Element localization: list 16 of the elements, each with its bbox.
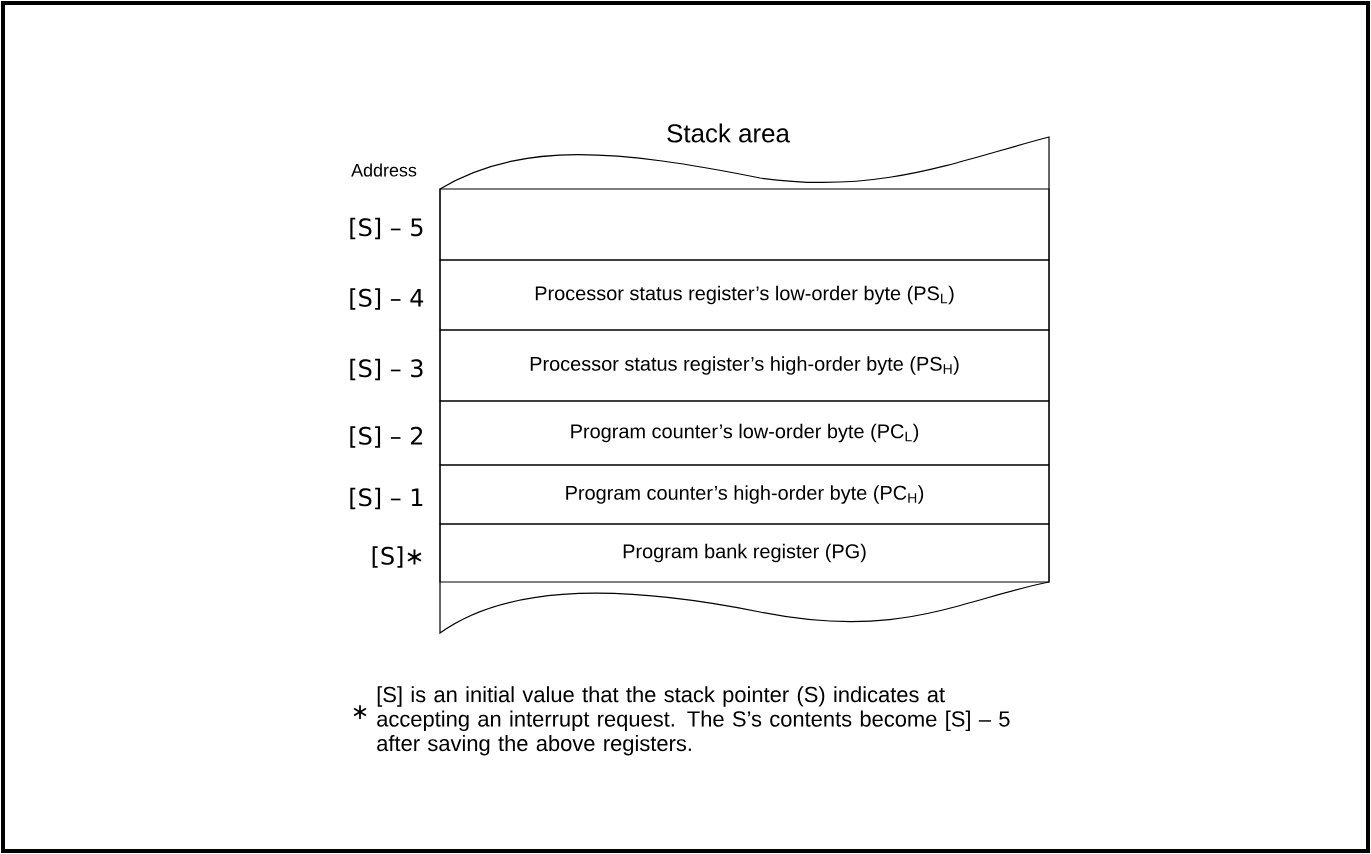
footnote-text: [S] is an initial value that the stack pointer (S) indicates at accepting an interrupt request. The S’s contents become [S] – 5 after saving the above registers. (377, 686, 1010, 756)
address-label: [S] – 5 (350, 217, 423, 240)
address-label: [S] – 3 (350, 358, 423, 381)
title: Stack area (667, 123, 790, 143)
register-row: Processor status register’s high-order byte (PS$_{H}$) (439, 329, 1050, 402)
address-label: [S] – 4 (350, 288, 424, 310)
address-label: [S] – 2 (350, 426, 423, 448)
address-label: [S] – 1 (350, 487, 423, 510)
register-row: Processor status register’s low-order byte (PS$_{L}$) (439, 259, 1050, 331)
register-row: Program counter’s high-order byte (PC$_{H}$) (439, 464, 1050, 525)
empty-row (439, 188, 1050, 261)
address-label: [S]∗ (372, 546, 422, 568)
footnote-mark: ∗ (353, 705, 367, 719)
address-heading: Address (351, 163, 417, 177)
register-row: Program counter’s low-order byte (PC$_{L}$) (439, 400, 1050, 466)
register-row: Program bank register (PG) (439, 523, 1050, 583)
